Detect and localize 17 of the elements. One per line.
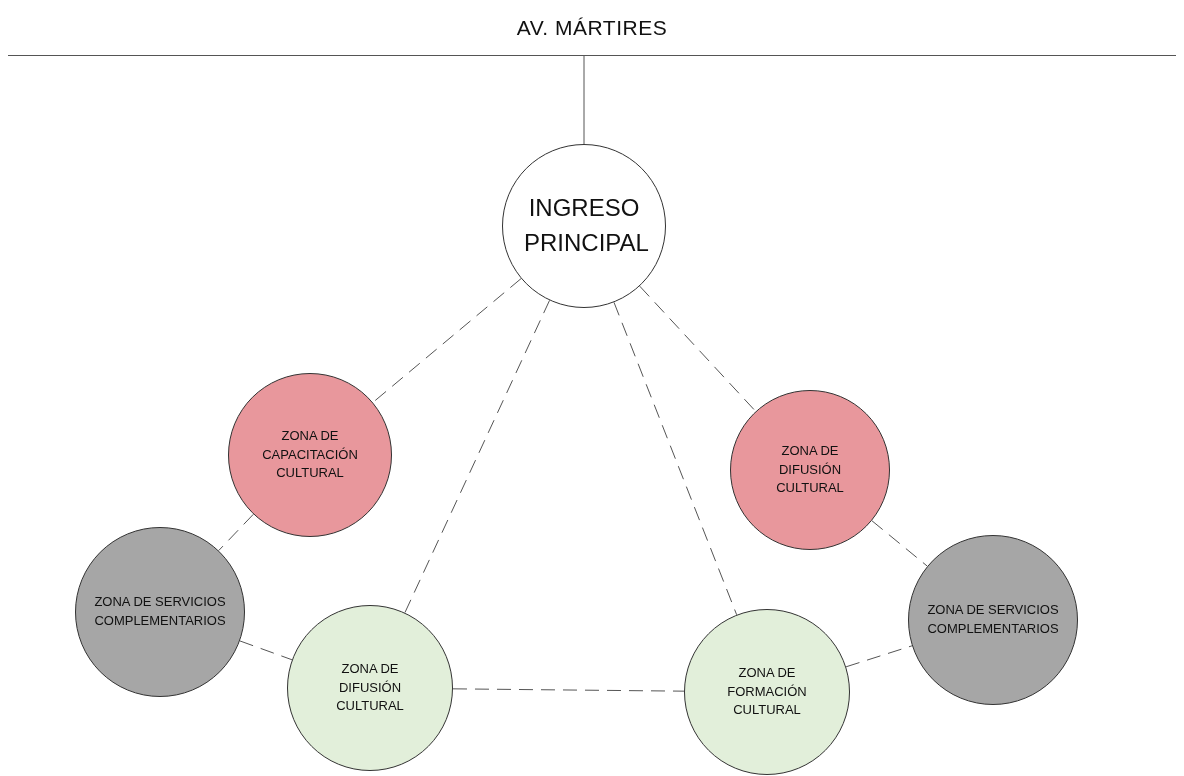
dashed-connector: [871, 520, 928, 567]
zone-label: ZONA DE SERVICIOS COMPLEMENTARIOS: [926, 601, 1060, 638]
street-name: AV. MÁRTIRES: [516, 15, 668, 40]
connector-line: [583, 55, 585, 145]
dashed-connector: [639, 285, 757, 412]
dashed-connector: [404, 299, 551, 614]
zone-label: ZONA DE CAPACITACIÓN CULTURAL: [261, 426, 359, 483]
dashed-connector: [218, 513, 254, 552]
zone-label: ZONA DE FORMACIÓN CULTURAL: [726, 663, 808, 720]
zone-label: ZONA DE SERVICIOS COMPLEMENTARIOS: [93, 593, 227, 630]
dashed-connector: [452, 688, 685, 692]
dashed-connector: [845, 645, 913, 668]
zone-label: ZONA DE DIFUSIÓN CULTURAL: [775, 441, 845, 498]
dashed-connector: [372, 278, 522, 403]
zone-label: ZONA DE DIFUSIÓN CULTURAL: [335, 659, 405, 716]
dashed-connector: [239, 640, 293, 661]
dashed-connector: [613, 301, 738, 616]
